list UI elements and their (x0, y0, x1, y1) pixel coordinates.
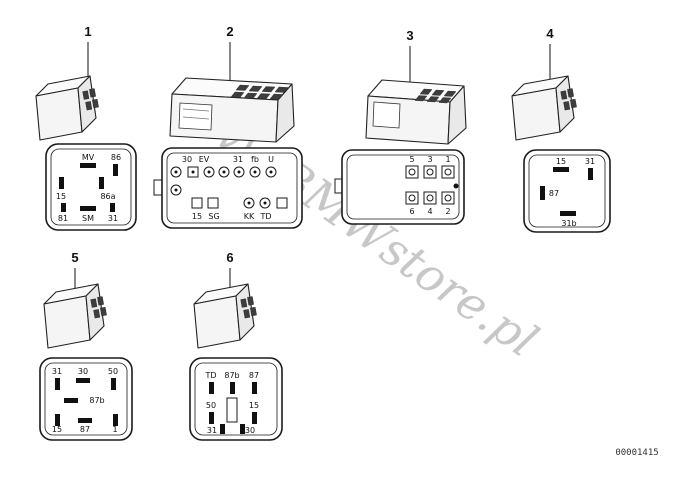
pin-label: 1 (445, 155, 450, 164)
pin-label: MV (82, 153, 95, 162)
relay-illustration-3 (365, 79, 467, 145)
relay-illustration-2 (169, 77, 295, 143)
pin-diagram-4: 15 31 87 31b (523, 149, 611, 233)
pin-diagram-1: MV 86 15 86a 81 SM 31 (45, 143, 137, 231)
pin-label: 2 (445, 207, 450, 216)
pin-label: EV (199, 155, 210, 164)
pin-label: U (268, 155, 274, 164)
pin-label: 30 (182, 155, 192, 164)
pin-label: fb (251, 155, 259, 164)
relay-illustration-6 (193, 283, 257, 349)
pin-label: 3 (427, 155, 432, 164)
item-number: 6 (226, 250, 233, 265)
pin-label: 86 (111, 153, 121, 162)
pin-label: 31b (561, 219, 576, 228)
item-number: 4 (546, 26, 554, 41)
item-6: 6 TD 87b 87 50 15 (189, 250, 283, 441)
pin-label: 87b (89, 396, 104, 405)
pin-label: 81 (58, 214, 68, 223)
pin-diagram-3: 5 3 1 6 4 2 (334, 149, 465, 225)
relay-illustration-4 (511, 75, 577, 141)
item-number: 1 (84, 24, 91, 39)
doc-number: 00001415 (615, 448, 658, 458)
item-number: 3 (406, 28, 413, 43)
pin-diagram-6: TD 87b 87 50 15 31 30 (189, 357, 283, 441)
pin-label: 15 (556, 157, 566, 166)
pin-label: 87b (224, 371, 239, 380)
pin-label: 15 (52, 425, 62, 434)
pin-label: 31 (108, 214, 118, 223)
pin-label: 87 (249, 371, 259, 380)
pin-label: TD (259, 212, 271, 221)
pin-label: TD (204, 371, 216, 380)
pin-label: 30 (245, 426, 255, 435)
item-4: 4 15 31 87 31b (511, 26, 611, 233)
pin-label: 6 (409, 207, 414, 216)
relay-illustration-1 (35, 75, 99, 141)
item-number: 2 (226, 24, 233, 39)
pin-label: 31 (52, 367, 62, 376)
pin-label: 5 (409, 155, 414, 164)
pin-label: 15 (249, 401, 259, 410)
pin-label: 1 (112, 425, 117, 434)
item-3: 3 5 3 1 6 (334, 28, 467, 225)
pin-label: 31 (585, 157, 595, 166)
pin-label: 31 (233, 155, 243, 164)
pin-label: SG (208, 212, 219, 221)
relay-illustration-5 (43, 283, 107, 349)
pin-diagram-2: 30 EV 31 fb U 15 SG KK TD (153, 147, 303, 229)
pin-label: 15 (192, 212, 202, 221)
pin-label: 50 (206, 401, 216, 410)
item-2: 2 30 EV 31 fb U (153, 24, 303, 229)
pin-diagram-5: 31 30 50 87b 15 87 1 (39, 357, 133, 441)
item-1: 1 MV 86 15 86a 81 (35, 24, 137, 231)
pin-label: 31 (207, 426, 217, 435)
pin-label: SM (82, 214, 94, 223)
item-number: 5 (71, 250, 78, 265)
pin-label: 87 (80, 425, 90, 434)
pin-label: 86a (100, 192, 115, 201)
pin-label: 87 (549, 189, 559, 198)
pin-label: 30 (78, 367, 88, 376)
pin-label: KK (244, 212, 255, 221)
pin-label: 4 (427, 207, 432, 216)
pin-label: 50 (108, 367, 118, 376)
pin-label: 15 (56, 192, 66, 201)
item-5: 5 31 30 50 87b 15 (39, 250, 133, 441)
